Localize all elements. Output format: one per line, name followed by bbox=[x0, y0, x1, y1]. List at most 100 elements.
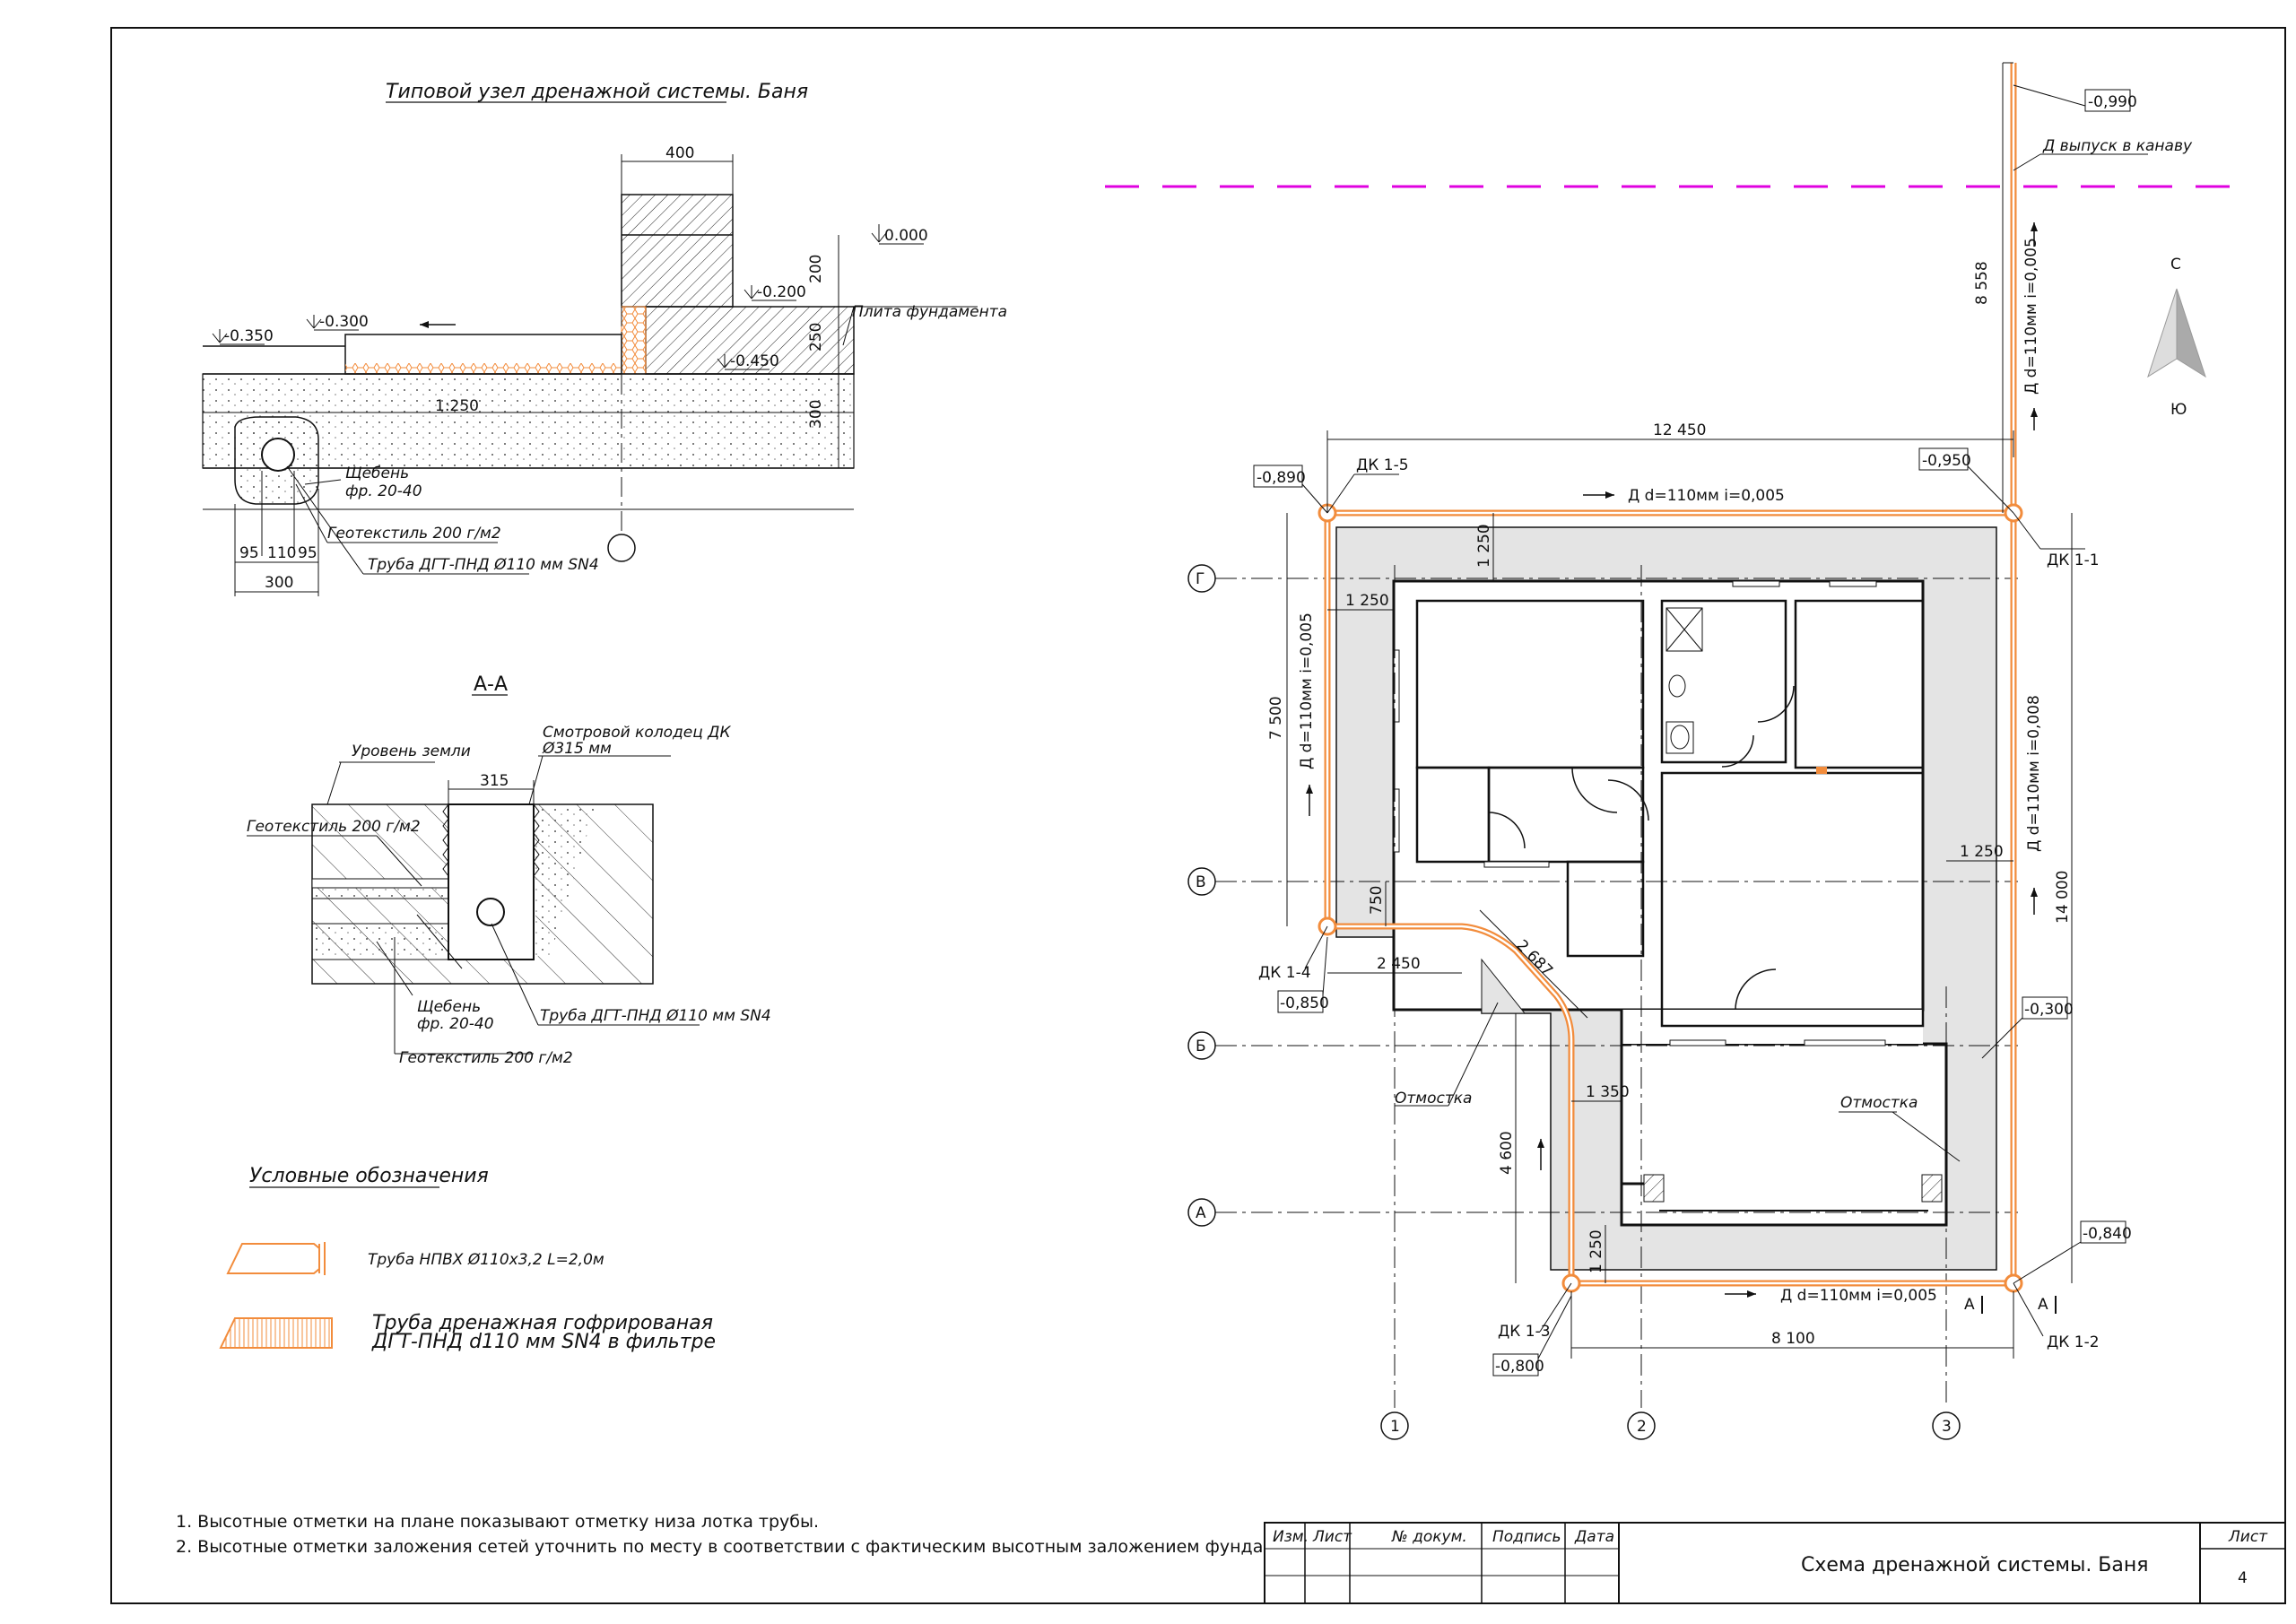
drainage-detail: Типовой узел дренажной системы. Баня 400 bbox=[202, 81, 1007, 596]
legend-item-2-line-2: ДГТ-ПНД d110 мм SN4 в фильтре bbox=[371, 1331, 716, 1353]
col-izm: Изм. bbox=[1273, 1528, 1309, 1546]
pipe-top-label: Д d=110мм i=0,005 bbox=[1628, 487, 1785, 505]
well-12: ДК 1-2 bbox=[2047, 1333, 2100, 1351]
legend-title: Условные обозначения bbox=[249, 1165, 489, 1187]
col-date: Дата bbox=[1574, 1528, 1614, 1546]
note-2: 2. Высотные отметки заложения сетей уточ… bbox=[176, 1537, 1393, 1557]
sheet-title: Схема дренажной системы. Баня bbox=[1801, 1554, 2149, 1576]
dim-1250-bottom: 1 250 bbox=[1587, 1229, 1605, 1273]
gravel-label-2: фр. 20-40 bbox=[345, 482, 422, 500]
pvc-pipe-icon bbox=[226, 1243, 320, 1274]
pipe-left-label: Д d=110мм i=0,005 bbox=[1298, 612, 1316, 769]
legend-item-2-line-1: Труба дренажная гофрированая bbox=[372, 1312, 713, 1334]
level-0000: 0.000 bbox=[884, 227, 928, 245]
well-14: ДК 1-4 bbox=[1258, 964, 1311, 982]
sheet-number: 4 bbox=[2238, 1569, 2248, 1587]
dim-400: 400 bbox=[665, 144, 694, 162]
axis-b: Б bbox=[1196, 1038, 1206, 1055]
dim-200: 200 bbox=[807, 255, 825, 283]
pipe-right-label: Д d=110мм i=0,008 bbox=[2025, 695, 2043, 852]
section-a-a: А-А Уровень земли Смотровой колодец ДК Ø… bbox=[247, 673, 771, 1067]
slope-label: 1:250 bbox=[435, 397, 479, 415]
pipe-label: Труба ДГТ-ПНД Ø110 мм SN4 bbox=[368, 556, 599, 574]
drain-pipe-icon bbox=[219, 1317, 333, 1349]
pipe-vertical-top: Д d=110мм i=0,005 bbox=[2022, 238, 2040, 395]
sheet-frame bbox=[110, 27, 2286, 1604]
section-mark-1: А bbox=[1964, 1296, 1975, 1314]
level-top: -0,990 bbox=[2088, 93, 2137, 111]
north-arrow-icon: С Ю bbox=[2147, 256, 2206, 419]
well-11: ДК 1-1 bbox=[2047, 551, 2100, 569]
level-0840: -0,840 bbox=[2083, 1225, 2132, 1243]
blind-area-label-2: Отмостка bbox=[1840, 1094, 1918, 1112]
dim-750: 750 bbox=[1368, 886, 1386, 915]
dim-110: 110 bbox=[267, 544, 296, 562]
pipe-bottom-label: Д d=110мм i=0,005 bbox=[1780, 1287, 1937, 1305]
grid-axes bbox=[1215, 565, 2018, 1408]
note-1: 1. Высотные отметки на плане показывают … bbox=[176, 1512, 819, 1532]
col-doc: № докум. bbox=[1391, 1528, 1467, 1546]
gravel-2: фр. 20-40 bbox=[417, 1015, 494, 1033]
dim-95-left: 95 bbox=[239, 544, 259, 562]
detail-title: Типовой узел дренажной системы. Баня bbox=[386, 81, 808, 103]
well-13: ДК 1-3 bbox=[1498, 1323, 1551, 1341]
title-block: Изм. Лист № докум. Подпись Дата Схема др… bbox=[1264, 1522, 2286, 1604]
dim-1350: 1 350 bbox=[1586, 1083, 1630, 1101]
level-0950: -0,950 bbox=[1922, 452, 1971, 470]
section-pipe-label: Труба ДГТ-ПНД Ø110 мм SN4 bbox=[540, 1007, 771, 1025]
building bbox=[1392, 579, 1948, 1227]
axis-bubbles: Г В Б А 1 2 3 bbox=[1187, 564, 1961, 1440]
gravel-1: Щебень bbox=[417, 998, 481, 1016]
dim-14000: 14 000 bbox=[2054, 871, 2072, 924]
ground-label: Уровень земли bbox=[352, 743, 471, 760]
sheet-label: Лист bbox=[2228, 1528, 2268, 1546]
axis-v: В bbox=[1196, 873, 1206, 891]
legend: Условные обозначения Труба НПВХ Ø110х3,2… bbox=[219, 1165, 716, 1353]
dim-1250-left: 1 250 bbox=[1345, 592, 1389, 610]
section-title: А-А bbox=[474, 673, 508, 696]
blind-area-label-1: Отмостка bbox=[1395, 1090, 1472, 1107]
compass-north: С bbox=[2170, 256, 2181, 274]
level-0300: -0.300 bbox=[319, 313, 369, 331]
geotextile-label: Геотекстиль 200 г/м2 bbox=[327, 525, 501, 543]
axis-a: А bbox=[1196, 1204, 1206, 1222]
level-0450: -0.450 bbox=[730, 352, 779, 370]
col-sign: Подпись bbox=[1492, 1528, 1561, 1546]
dim-12450: 12 450 bbox=[1653, 421, 1706, 439]
compass-south: Ю bbox=[2170, 401, 2187, 419]
dim-8100: 8 100 bbox=[1771, 1330, 1815, 1348]
dim-4600: 4 600 bbox=[1498, 1131, 1516, 1175]
dim-300: 300 bbox=[265, 574, 293, 592]
level-0200: -0.200 bbox=[757, 283, 806, 301]
axis-2: 2 bbox=[1637, 1418, 1647, 1436]
axis-g: Г bbox=[1196, 570, 1205, 588]
level-0350: -0.350 bbox=[224, 327, 274, 345]
level-0800: -0,800 bbox=[1495, 1358, 1544, 1376]
geotextile-bottom-label: Геотекстиль 200 г/м2 bbox=[399, 1049, 573, 1067]
axis-1: 1 bbox=[1390, 1418, 1400, 1436]
well-15: ДК 1-5 bbox=[1356, 456, 1409, 474]
section-mark-2: А bbox=[2038, 1296, 2048, 1314]
level-0850: -0,850 bbox=[1280, 994, 1329, 1012]
dim-1250-top: 1 250 bbox=[1475, 524, 1493, 568]
site-plan: Г В Б А 1 2 3 bbox=[1105, 62, 2251, 1440]
gravel-label-1: Щебень bbox=[345, 465, 409, 482]
dim-95-right: 95 bbox=[298, 544, 317, 562]
level-0890: -0,890 bbox=[1257, 469, 1306, 487]
notes: 1. Высотные отметки на плане показывают … bbox=[176, 1512, 1393, 1557]
dim-2450: 2 450 bbox=[1377, 955, 1421, 973]
well-label-2: Ø315 мм bbox=[542, 740, 612, 758]
geotextile-top-label: Геотекстиль 200 г/м2 bbox=[247, 818, 421, 836]
level-marks: 0.000 -0.200 -0.300 -0.350 -0.450 bbox=[212, 224, 928, 370]
col-list: Лист bbox=[1312, 1528, 1352, 1546]
dim-315: 315 bbox=[480, 772, 509, 790]
dim-300-vertical: 300 bbox=[807, 400, 825, 429]
plate-label: Плита фундамента bbox=[852, 303, 1007, 321]
dim-1250-right: 1 250 bbox=[1960, 843, 2004, 861]
well-label-1: Смотровой колодец ДК bbox=[543, 724, 731, 742]
dim-7500: 7 500 bbox=[1267, 696, 1285, 740]
axis-3: 3 bbox=[1942, 1418, 1952, 1436]
dim-250: 250 bbox=[807, 323, 825, 352]
legend-item-1: Труба НПВХ Ø110х3,2 L=2,0м bbox=[368, 1251, 604, 1269]
